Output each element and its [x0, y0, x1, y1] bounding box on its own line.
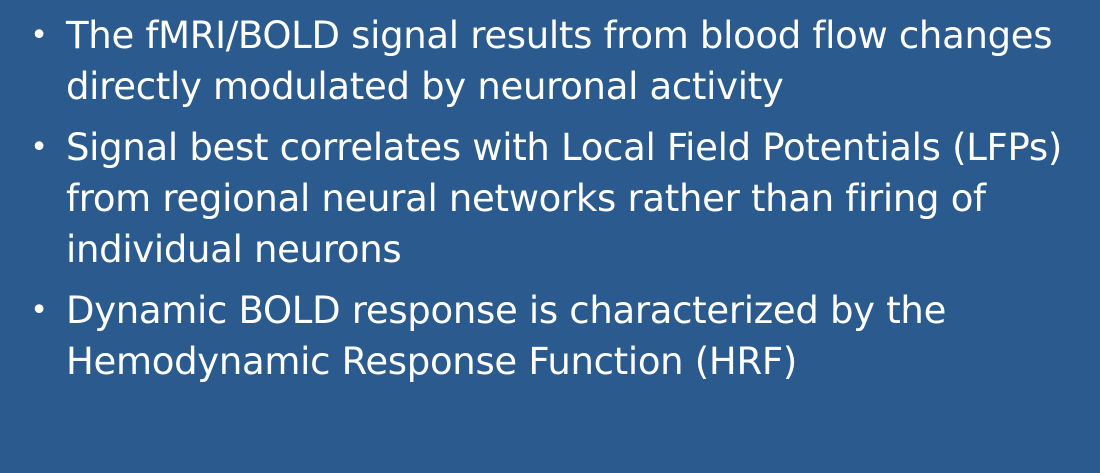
bullet-text: Dynamic BOLD response is characterized b…	[66, 289, 947, 383]
bullet-dot-icon: •	[30, 18, 48, 53]
bullet-item: • Dynamic BOLD response is characterized…	[18, 285, 1078, 387]
bullet-list: • The fMRI/BOLD signal results from bloo…	[18, 10, 1078, 387]
bullet-text: The fMRI/BOLD signal results from blood …	[66, 14, 1053, 108]
bullet-dot-icon: •	[30, 130, 48, 165]
bullet-item: • Signal best correlates with Local Fiel…	[18, 122, 1078, 275]
bullet-item: • The fMRI/BOLD signal results from bloo…	[18, 10, 1078, 112]
bullet-dot-icon: •	[30, 293, 48, 328]
bullet-text: Signal best correlates with Local Field …	[66, 126, 1062, 271]
